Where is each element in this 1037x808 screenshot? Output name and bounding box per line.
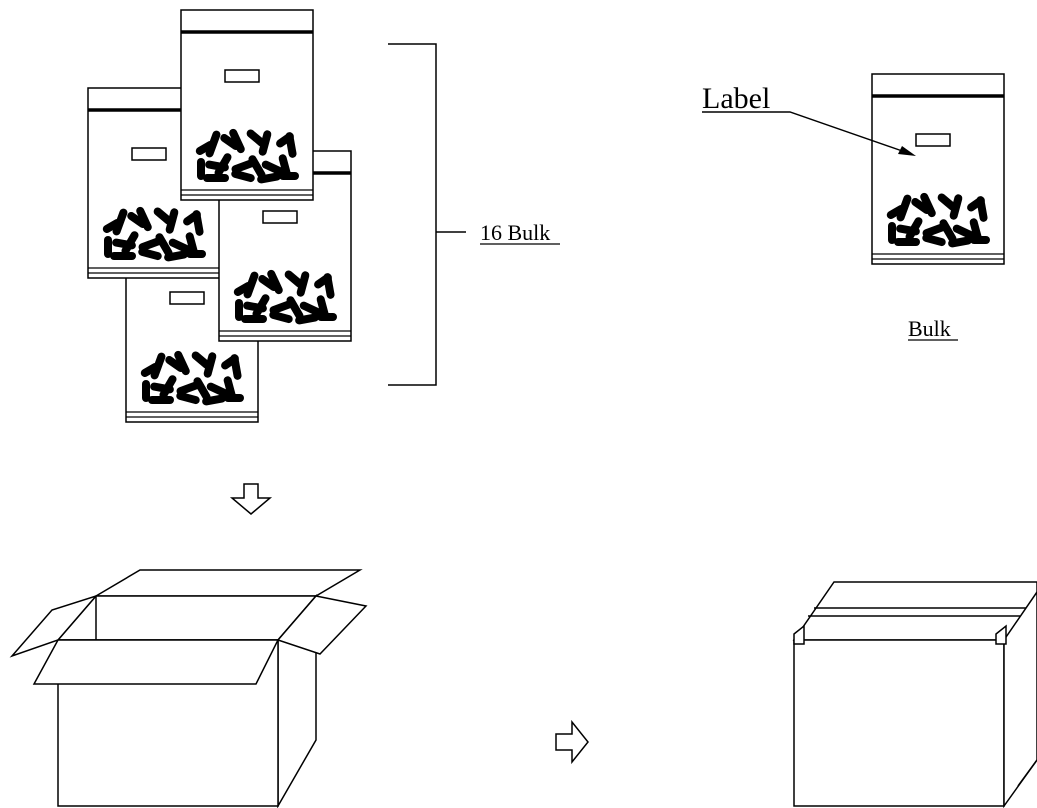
right-arrow-icon (555, 719, 589, 765)
leader-arrowhead-icon (898, 146, 916, 156)
down-arrow-icon (229, 483, 273, 515)
open-carton (9, 569, 368, 808)
single-bulk-bag (872, 74, 1004, 264)
bulk-bag-front-top (181, 10, 313, 200)
label-callout-text: Label (702, 82, 770, 115)
closed-carton (792, 581, 1037, 808)
bulk-group-label: 16 Bulk (480, 220, 550, 245)
label-leader-line (702, 111, 909, 154)
bulk-single-label: Bulk (908, 316, 951, 341)
bag-stack (88, 10, 351, 422)
group-bracket (388, 43, 466, 386)
